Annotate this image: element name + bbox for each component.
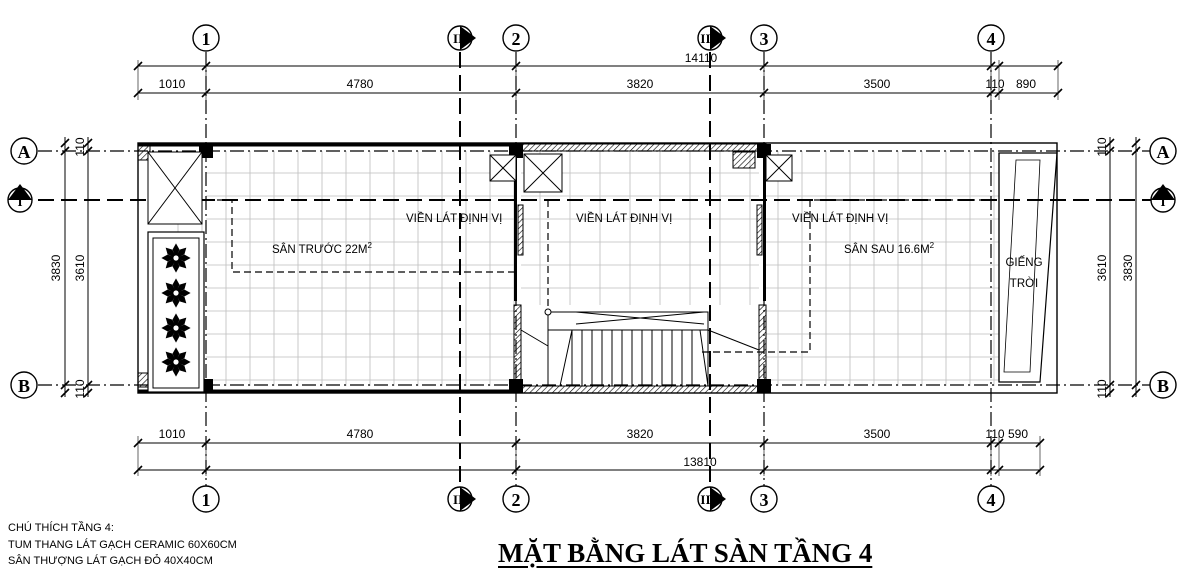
bottom-dim-6: 590 (1008, 427, 1028, 441)
svg-text:B: B (1157, 376, 1169, 396)
section-marker-iii-bottom: III (697, 486, 726, 512)
bottom-dim-1: 1010 (159, 427, 186, 441)
marker-label-3: VIỀN LÁT ĐỊNH VỊ (792, 212, 888, 225)
right-total-dim: 3830 (1121, 254, 1135, 281)
bottom-dim-3: 3820 (627, 427, 654, 441)
stair-core (513, 143, 767, 394)
svg-text:B: B (18, 376, 30, 396)
dimension-lines (64, 65, 1137, 471)
svg-text:I: I (1160, 194, 1165, 209)
left-inner-dim: 3610 (73, 254, 87, 281)
marker-label-2: VIỀN LÁT ĐỊNH VỊ (576, 212, 672, 225)
notes-line-2: SÂN THƯỢNG LÁT GẠCH ĐỎ 40X40CM (8, 555, 213, 567)
svg-text:2: 2 (512, 29, 521, 49)
top-dim-6: 890 (1016, 77, 1036, 91)
lightwell-label-2: TRỜI (1010, 277, 1038, 290)
svg-text:4: 4 (987, 490, 996, 510)
grid-lines (38, 52, 1152, 489)
svg-text:1: 1 (202, 29, 211, 49)
top-dim-4: 3500 (864, 77, 891, 91)
axis-bubble-b-left: B (10, 371, 38, 399)
svg-text:II: II (453, 31, 463, 46)
right-inner-dim: 3610 (1095, 254, 1109, 281)
building-outline (137, 142, 1058, 394)
axis-bubble-3-bottom: 3 (750, 485, 778, 513)
svg-text:A: A (18, 142, 31, 162)
section-marker-ii-top: II (447, 25, 476, 51)
shaft-boxes (147, 151, 793, 225)
left-small-dim-bottom: 110 (73, 379, 87, 398)
room-labels: SÂN TRƯỚC 22M2 SÂN SAU 16.6M2 VIỀN LÁT Đ… (272, 212, 1043, 290)
left-small-dim-top: 110 (73, 137, 87, 156)
svg-text:III: III (700, 31, 715, 46)
dimension-texts: 14110 1010 4780 3820 3500 110 890 1010 4… (49, 51, 1135, 469)
right-small-dim-top: 110 (1095, 137, 1109, 156)
axis-bubble-a-left: A (10, 137, 38, 165)
drawing-title: MẶT BẰNG LÁT SÀN TẦNG 4 (498, 538, 873, 568)
lightwell-label-1: GIẾNG (1005, 256, 1042, 269)
plant-symbols (161, 243, 191, 377)
svg-text:3: 3 (760, 490, 769, 510)
svg-text:III: III (700, 492, 715, 507)
bottom-dim-2: 4780 (347, 427, 374, 441)
tile-border-markers (206, 199, 991, 353)
axis-bubble-4-bottom: 4 (977, 485, 1005, 513)
back-yard-label: SÂN SAU 16.6M2 (844, 241, 935, 256)
svg-text:II: II (453, 492, 463, 507)
section-marker-ii-bottom: II (447, 486, 476, 512)
svg-text:I: I (17, 194, 22, 209)
right-small-dim-bottom: 110 (1095, 379, 1109, 398)
planter-box (147, 231, 205, 393)
bottom-total-dim: 13810 (683, 455, 717, 469)
top-dim-1: 1010 (159, 77, 186, 91)
svg-text:1: 1 (202, 490, 211, 510)
section-markers: II III II III I I (7, 25, 1176, 512)
section-marker-i-right: I (1150, 184, 1176, 213)
section-marker-iii-top: III (697, 25, 726, 51)
axis-bubble-2-bottom: 2 (502, 485, 530, 513)
axis-bubble-3-top: 3 (750, 24, 778, 52)
left-wall-hatch (137, 145, 756, 388)
top-dim-5: 110 (985, 77, 1004, 91)
bottom-dim-4: 3500 (864, 427, 891, 441)
notes-heading: CHÚ THÍCH TẦNG 4: (8, 522, 114, 534)
svg-text:4: 4 (987, 29, 996, 49)
top-total-dim: 14110 (685, 51, 718, 65)
axis-bubble-2-top: 2 (502, 24, 530, 52)
marker-label-1: VIỀN LÁT ĐỊNH VỊ (406, 212, 502, 225)
legend-notes: CHÚ THÍCH TẦNG 4: TUM THANG LÁT GẠCH CER… (8, 520, 237, 570)
left-total-dim: 3830 (49, 254, 63, 281)
axis-bubble-4-top: 4 (977, 24, 1005, 52)
notes-line-1: TUM THANG LÁT GẠCH CERAMIC 60X60CM (8, 538, 237, 551)
bottom-dim-5: 110 (985, 427, 1004, 441)
svg-text:3: 3 (760, 29, 769, 49)
staircase (520, 308, 760, 387)
section-marker-i-left: I (7, 184, 33, 213)
axis-bubble-a-right: A (1149, 137, 1177, 165)
front-yard-label: SÂN TRƯỚC 22M2 (272, 241, 373, 256)
dimension-ticks (60, 60, 1141, 476)
light-well (998, 152, 1058, 383)
axis-bubbles: 1 2 3 4 1 2 3 4 A B A B (10, 24, 1177, 513)
axis-bubble-1-top: 1 (192, 24, 220, 52)
section-lines (38, 52, 1152, 489)
axis-bubble-b-right: B (1149, 371, 1177, 399)
floor-tile-grid (177, 151, 999, 386)
axis-bubble-1-bottom: 1 (192, 485, 220, 513)
top-dim-2: 4780 (347, 77, 374, 91)
svg-text:2: 2 (512, 490, 521, 510)
top-dim-3: 3820 (627, 77, 654, 91)
columns (199, 144, 771, 393)
svg-text:A: A (1157, 142, 1170, 162)
